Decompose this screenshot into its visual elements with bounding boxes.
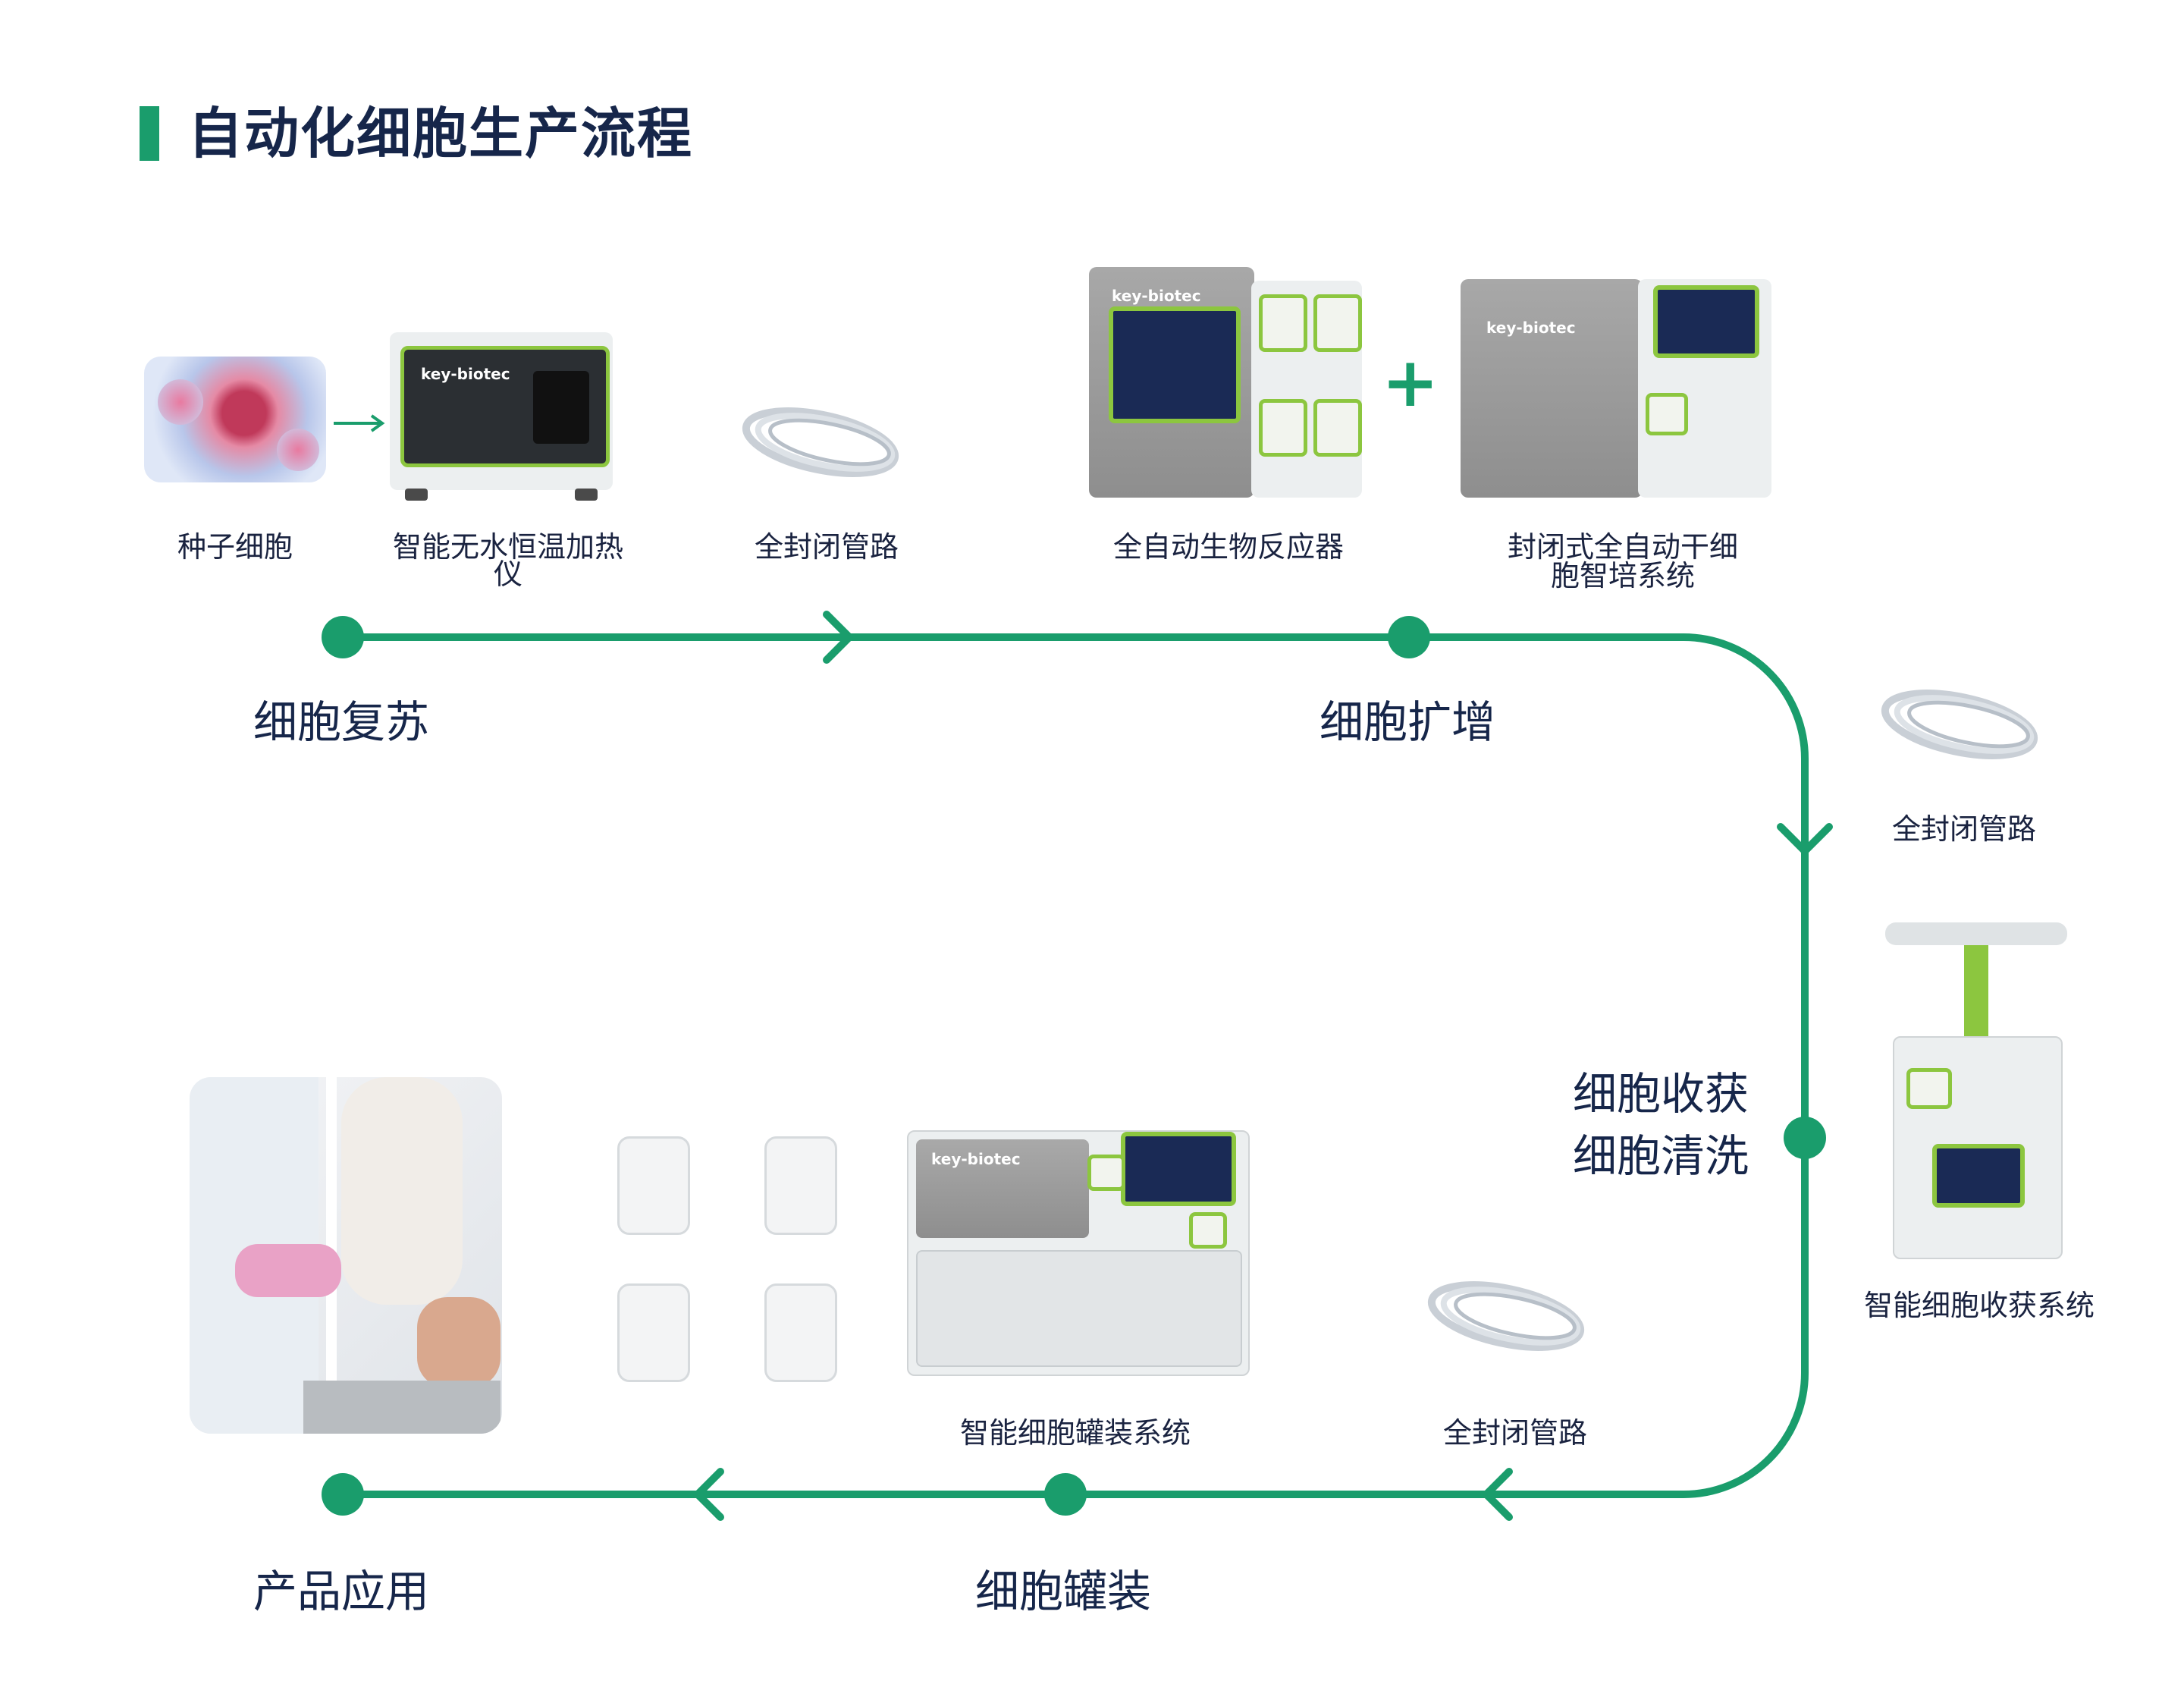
culture-system-device: key-biotec <box>1461 279 1643 498</box>
harvest-system-label: 智能细胞收获系统 <box>1863 1289 2095 1322</box>
culture-system-side-panel <box>1638 279 1771 498</box>
arrow-down-icon <box>1777 823 1833 855</box>
stage-label-harvest: 细胞收获 细胞清洗 <box>1573 1068 1749 1182</box>
stage-dot-revive <box>322 616 364 658</box>
culture-system-label: 封闭式全自动干细 胞智培系统 <box>1507 530 1738 592</box>
stage-dot-fill <box>1044 1473 1087 1516</box>
stage-label-apply: 产品应用 <box>253 1566 430 1617</box>
tubing-icon <box>742 407 899 477</box>
seed-cells-label: 种子细胞 <box>177 530 293 564</box>
bioreactor-pump-panel <box>1251 281 1362 498</box>
arrow-left-icon <box>694 1468 724 1521</box>
thermostatic-heater-device: key-biotec <box>390 332 613 501</box>
stage-dot-expand <box>1388 616 1430 658</box>
filling-system-device: key-biotec <box>907 1130 1250 1376</box>
filling-system-label: 智能细胞罐装系统 <box>959 1416 1191 1450</box>
tubing-label-1: 全封闭管路 <box>754 530 899 564</box>
seed-cells-image <box>144 357 326 482</box>
harvest-system-device <box>1885 922 2067 1259</box>
brand-logo: key-biotec <box>1112 287 1201 305</box>
arrow-left-icon <box>1483 1468 1513 1521</box>
stage-label-fill: 细胞罐装 <box>975 1566 1152 1617</box>
plus-sign: + <box>1382 343 1439 423</box>
stage-label-revive: 细胞复苏 <box>253 696 430 748</box>
tubing-icon <box>1881 690 2038 759</box>
cell-bag <box>764 1283 837 1382</box>
brand-logo: key-biotec <box>1486 319 1576 337</box>
tubing-label-3: 全封闭管路 <box>1442 1416 1587 1450</box>
cell-bag <box>617 1136 690 1235</box>
heater-label: 智能无水恒温加热 仪 <box>392 530 623 591</box>
tubing-icon <box>1427 1281 1585 1351</box>
bioreactor-device: key-biotec <box>1089 267 1254 498</box>
brand-logo: key-biotec <box>421 365 510 383</box>
stage-label-expand: 细胞扩增 <box>1320 696 1496 748</box>
bioreactor-label: 全自动生物反应器 <box>1112 530 1344 564</box>
title-accent-bar <box>140 106 159 161</box>
cell-bag <box>764 1136 837 1235</box>
stage-dot-apply <box>322 1473 364 1516</box>
tubing-label-2: 全封闭管路 <box>1891 812 2036 846</box>
patient-infusion-photo <box>190 1077 502 1434</box>
cell-bag-group <box>560 1112 837 1400</box>
arrow-right-icon <box>334 414 385 432</box>
cell-bag <box>617 1283 690 1382</box>
arrow-right-icon <box>823 611 853 664</box>
stage-dot-harvest <box>1784 1117 1826 1159</box>
brand-logo: key-biotec <box>931 1150 1021 1168</box>
page-title: 自动化细胞生产流程 <box>188 102 694 165</box>
